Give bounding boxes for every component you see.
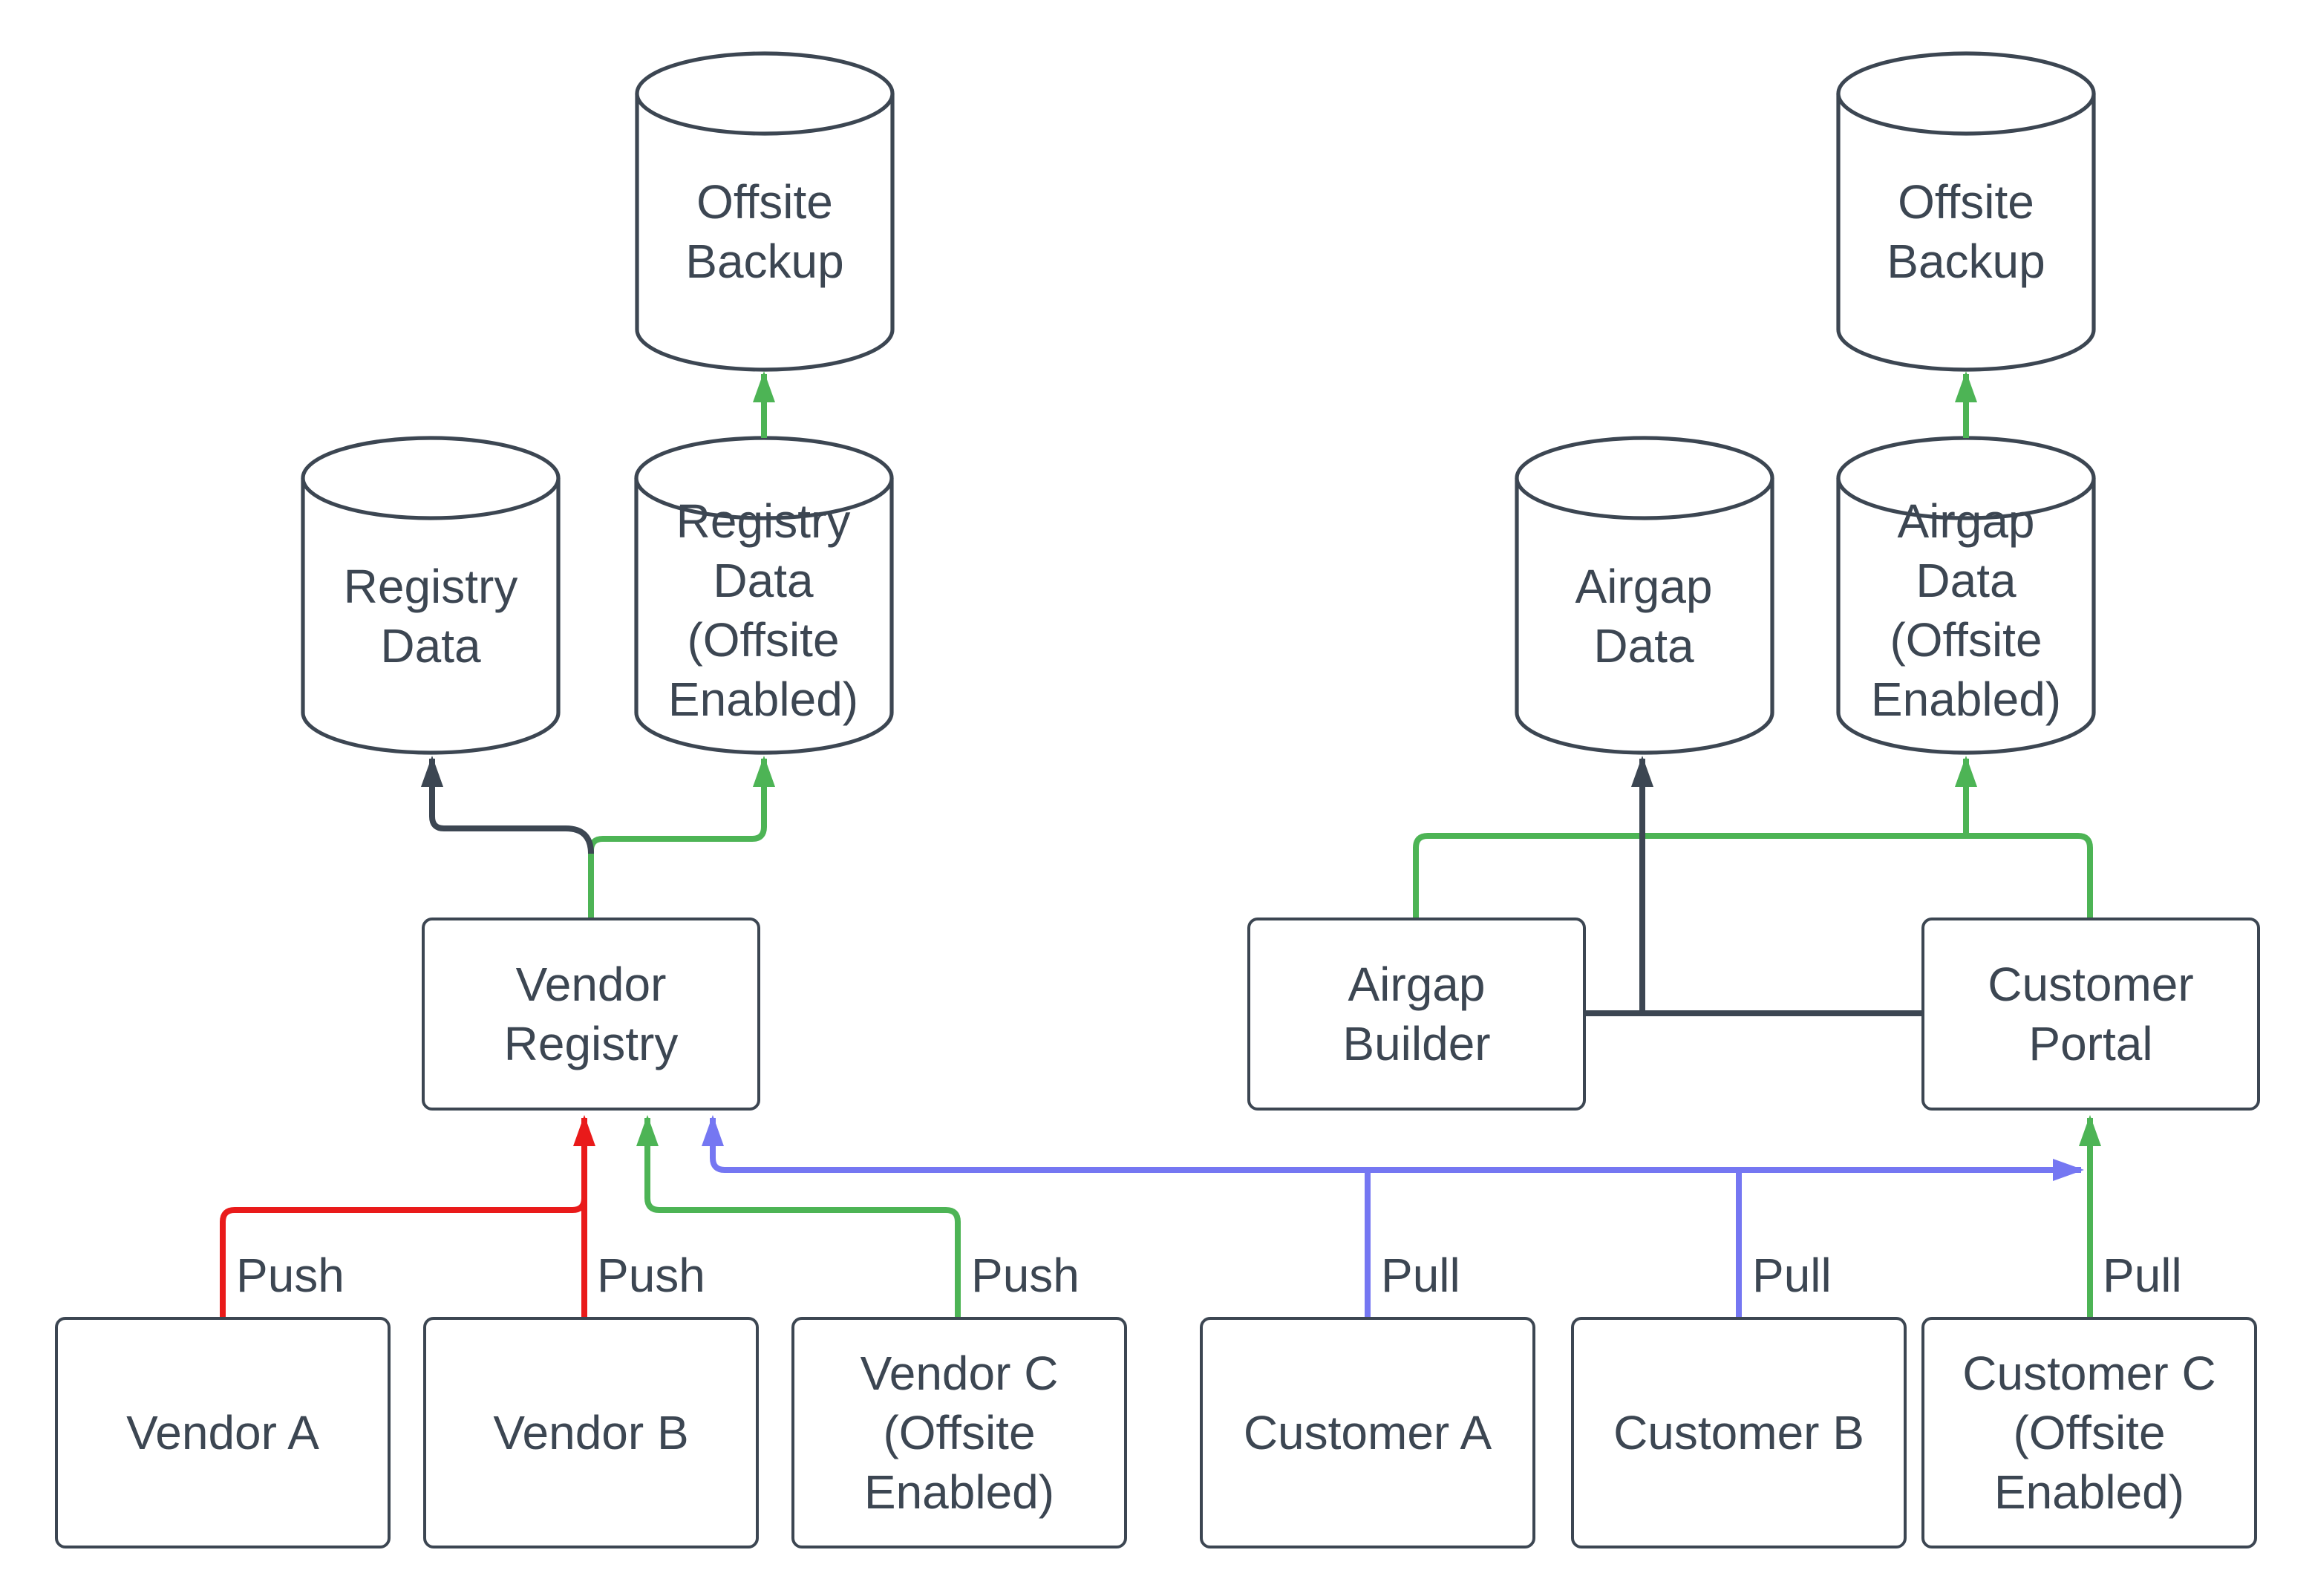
push-label-vendor-b: Push	[597, 1249, 705, 1302]
airgap-builder-node: Airgap Builder	[1247, 918, 1586, 1111]
vendor-b-node: Vendor B	[423, 1317, 759, 1548]
registry-data-label: Registry Data	[343, 559, 518, 672]
pull-label-customer-a: Pull	[1381, 1249, 1460, 1302]
vendor-registry-node: Vendor Registry	[422, 918, 760, 1111]
edge-pull-bus-to-vendor-registry	[702, 1115, 1559, 1173]
cylinder-airgap-data	[1515, 436, 1774, 755]
edge-vendor-registry-to-registry-data	[421, 756, 594, 854]
edge-vendor-registry-to-registry-data-offsite	[588, 756, 775, 918]
vendor-a-node: Vendor A	[55, 1317, 391, 1548]
vendor-c-node: Vendor C (Offsite Enabled)	[791, 1317, 1127, 1548]
customer-portal-node: Customer Portal	[1921, 918, 2260, 1111]
registry-data-offsite-label: Registry Data (Offsite Enabled)	[667, 494, 859, 726]
customer-a-node: Customer A	[1200, 1317, 1535, 1548]
offsite-backup-right-label: Offsite Backup	[1887, 175, 2045, 288]
cylinder-offsite-backup-right	[1836, 51, 2096, 372]
edge-airgap-builder-to-customer-portal-green	[1413, 833, 2093, 918]
cylinder-offsite-backup-left	[635, 51, 895, 372]
cylinder-registry-data-offsite	[634, 436, 894, 755]
airgap-data-offsite-label: Airgap Data (Offsite Enabled)	[1870, 494, 2062, 726]
pull-label-customer-b: Pull	[1752, 1249, 1832, 1302]
push-label-vendor-c: Push	[971, 1249, 1080, 1302]
cylinder-airgap-data-offsite	[1836, 436, 2096, 755]
pull-label-customer-c: Pull	[2103, 1249, 2182, 1302]
customer-b-node: Customer B	[1571, 1317, 1907, 1548]
airgap-data-label: Airgap Data	[1575, 559, 1713, 672]
edge-vendor-c-to-vendor-registry	[636, 1115, 961, 1317]
cylinder-registry-data	[301, 436, 561, 755]
push-label-vendor-a: Push	[236, 1249, 344, 1302]
customer-c-node: Customer C (Offsite Enabled)	[1921, 1317, 2257, 1548]
offsite-backup-left-label: Offsite Backup	[685, 175, 844, 288]
